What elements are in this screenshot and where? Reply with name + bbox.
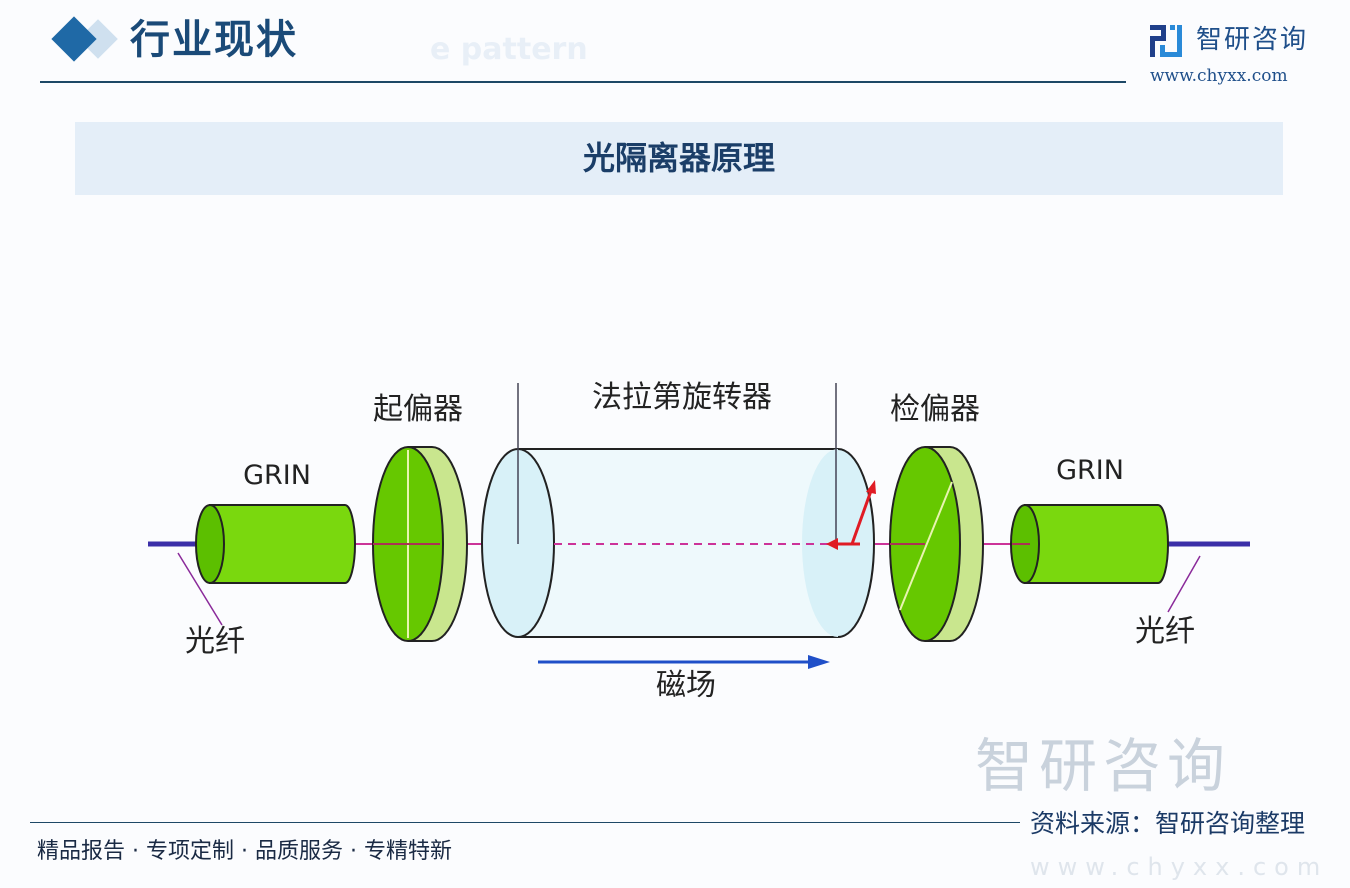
source-note: 资料来源：智研咨询整理 [1030, 809, 1306, 838]
magnetic-field-arrow [538, 655, 830, 669]
label-grin-right: GRIN [1056, 455, 1124, 486]
label-fiber-left: 光纤 [185, 624, 245, 659]
brand-url: www.chyxx.com [1150, 66, 1288, 86]
brand-logo-icon [1150, 25, 1182, 57]
title-band [75, 122, 1283, 195]
watermark-logo-text: 智研咨询 [975, 732, 1232, 800]
diagram-title: 光隔离器原理 [582, 139, 775, 177]
footer-slogan: 精品报告 · 专项定制 · 品质服务 · 专精特新 [37, 839, 452, 864]
analyzer [889, 446, 984, 642]
label-grin-left: GRIN [243, 460, 311, 491]
faraday-rotator [481, 383, 875, 638]
page-title: 行业现状 [130, 16, 298, 63]
label-faraday-rotator: 法拉第旋转器 [592, 380, 772, 415]
label-magnetic-field: 磁场 [656, 668, 716, 703]
brand-name: 智研咨询 [1196, 25, 1309, 55]
fiber-left-leader [177, 552, 223, 626]
header-watermark: e pattern [430, 32, 588, 67]
grin-lens-left [195, 504, 356, 584]
label-analyzer: 检偏器 [890, 392, 980, 427]
header-divider [40, 81, 1126, 83]
label-polarizer: 起偏器 [373, 392, 463, 427]
fiber-right-leader [1167, 555, 1201, 613]
polarization-arrows [826, 480, 876, 550]
footer-divider [30, 822, 1020, 823]
grin-lens-right [1010, 504, 1169, 584]
polarizer [372, 446, 468, 642]
watermark-url: www.chyxx.com [1030, 853, 1329, 881]
label-fiber-right: 光纤 [1135, 614, 1195, 649]
